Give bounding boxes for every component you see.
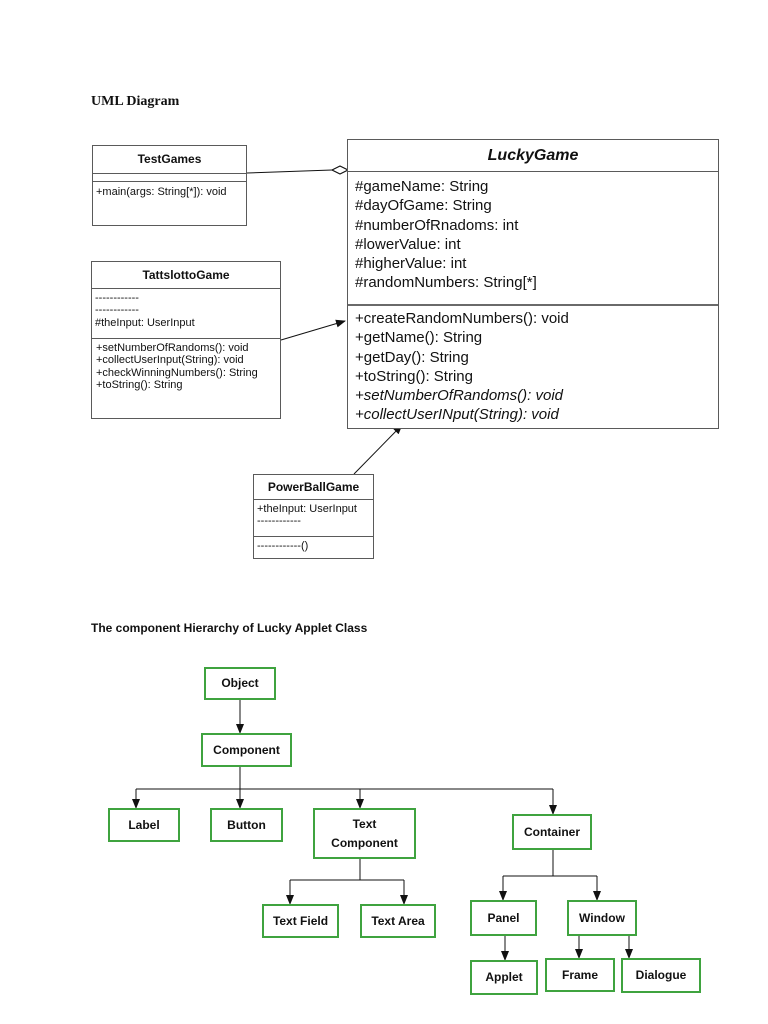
luckygame-attribute: #lowerValue: int	[355, 235, 461, 253]
node-label: Text Area	[371, 913, 425, 928]
luckygame-attribute: #dayOfGame: String	[355, 197, 492, 215]
testgames-class: TestGames +main(args: String[*]): void	[92, 145, 247, 226]
luckygame-class-name: LuckyGame	[348, 140, 718, 172]
testgames-operation: +main(args: String[*]): void	[96, 186, 227, 198]
tattslottogame-operation: +setNumberOfRandoms(): void	[96, 342, 249, 354]
node-label: Applet	[485, 970, 523, 984]
node-label: Text	[352, 816, 377, 831]
powerballgame-attribute: +theInput: UserInput	[257, 503, 357, 515]
luckygame-attributes: #gameName: String #dayOfGame: String #nu…	[348, 172, 718, 306]
luckygame-abstract-operation: +setNumberOfRandoms(): void	[355, 387, 563, 405]
powerballgame-operation: ------------()	[257, 540, 309, 552]
node-label: Text Field	[272, 913, 329, 928]
node-panel: Panel	[470, 900, 537, 936]
node-component: Component	[201, 733, 292, 767]
node-label: Button	[227, 817, 266, 832]
powerballgame-class: PowerBallGame +theInput: UserInput -----…	[253, 474, 374, 559]
node-label: Panel	[487, 910, 520, 925]
node-dialogue: Dialogue	[621, 958, 701, 993]
tattslottogame-attribute: ------------	[95, 304, 139, 317]
powerballgame-attributes: +theInput: UserInput ------------	[254, 500, 373, 537]
luckygame-attribute: #randomNumbers: String[*]	[355, 274, 537, 292]
node-button: Button	[210, 808, 283, 842]
luckygame-attribute: #gameName: String	[355, 178, 489, 195]
node-label: Component	[331, 835, 398, 850]
node-applet: Applet	[470, 960, 538, 995]
luckygame-attribute: #numberOfRnadoms: int	[355, 216, 519, 234]
luckygame-attribute: #higherValue: int	[355, 255, 467, 273]
tattslottogame-operation: +toString(): String	[96, 379, 183, 392]
node-label: Dialogue	[635, 968, 687, 982]
aggregation-diamond	[330, 165, 350, 175]
powerballgame-attribute: ------------	[257, 515, 301, 528]
testgames-operations: +main(args: String[*]): void	[93, 182, 246, 198]
luckygame-operation: +createRandomNumbers(): void	[355, 310, 569, 327]
node-label: Object	[221, 676, 259, 690]
node-label: Component	[213, 742, 280, 757]
luckygame-abstract-operation: +collectUserINput(String): void	[355, 406, 559, 424]
tattslottogame-attribute: ------------	[95, 292, 139, 304]
node-text-field: Text Field	[262, 904, 339, 938]
node-window: Window	[567, 900, 637, 936]
power-generalization-line	[353, 424, 403, 475]
tattslottogame-operation: +checkWinningNumbers(): String	[96, 366, 258, 379]
node-label: Window	[579, 910, 625, 925]
tattslottogame-class: TattslottoGame ------------ ------------…	[91, 261, 281, 419]
uml-diagram-title: UML Diagram	[91, 94, 180, 109]
tattslottogame-operations: +setNumberOfRandoms(): void +collectUser…	[92, 339, 280, 392]
testgames-class-name: TestGames	[93, 146, 246, 174]
tatts-generalization-line	[280, 319, 346, 341]
luckygame-operations: +createRandomNumbers(): void +getName():…	[348, 306, 718, 425]
hierarchy-title: The component Hierarchy of Lucky Applet …	[91, 621, 368, 635]
luckygame-class: LuckyGame #gameName: String #dayOfGame: …	[347, 139, 719, 429]
node-container: Container	[512, 814, 592, 850]
testgames-attributes	[93, 174, 246, 182]
luckygame-operation: +getName(): String	[355, 329, 483, 347]
node-text-area: Text Area	[360, 904, 436, 938]
node-label: Container	[523, 824, 580, 839]
node-object: Object	[204, 667, 276, 700]
luckygame-operation: +toString(): String	[355, 367, 473, 385]
tattslottogame-operation: +collectUserInput(String): void	[96, 354, 244, 367]
powerballgame-class-name: PowerBallGame	[254, 475, 373, 500]
powerballgame-operations: ------------()	[254, 537, 373, 552]
tattslottogame-attributes: ------------ ------------ #theInput: Use…	[92, 289, 280, 339]
tattslottogame-class-name: TattslottoGame	[92, 262, 280, 289]
node-frame: Frame	[545, 958, 615, 992]
tattslottogame-attribute: #theInput: UserInput	[95, 316, 195, 329]
luckygame-operation: +getDay(): String	[355, 348, 469, 366]
testgames-aggregation-line	[246, 169, 333, 174]
node-label: Label	[128, 817, 160, 832]
node-label: Frame	[561, 967, 599, 982]
node-label-class: Label	[108, 808, 180, 842]
